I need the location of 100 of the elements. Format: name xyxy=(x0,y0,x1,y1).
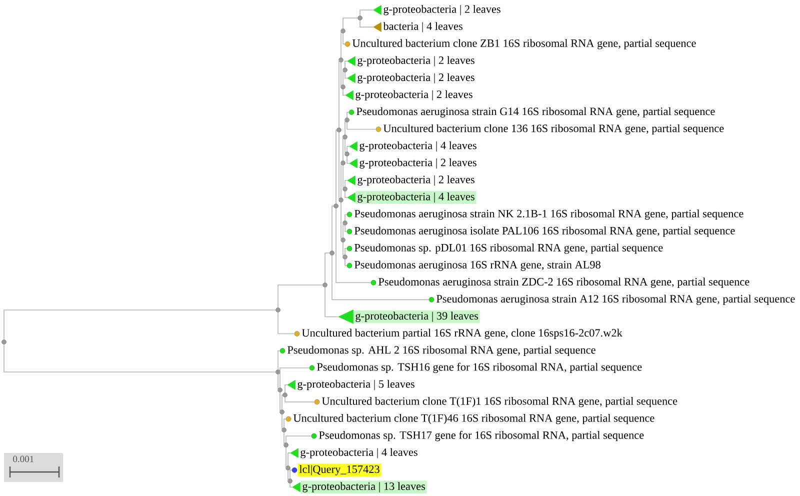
branch-line xyxy=(4,310,276,340)
branch-line xyxy=(332,255,430,300)
leaf-label: g-proteobacteria | 2 leaves xyxy=(358,73,474,84)
leaf-label: g-proteobacteria | 39 leaves xyxy=(354,310,480,324)
branch-line xyxy=(282,394,283,410)
leaf-label: Uncultured bacterium clone 136 16S ribosomal RNA gene, partial sequence xyxy=(383,124,724,134)
branch-line xyxy=(342,33,346,44)
branch-line xyxy=(342,242,344,258)
branch-line xyxy=(346,156,350,164)
branch-line xyxy=(342,70,344,85)
branch-line xyxy=(344,60,348,68)
branch-line xyxy=(284,418,286,428)
branch-line xyxy=(336,208,372,284)
leaf-label: Uncultured bacterium clone T(1F)1 16S ribosomal RNA gene, partial sequence xyxy=(322,396,678,408)
branch-line xyxy=(286,436,312,443)
leaf-label: Pseudomonas sp. TSH16 gene for 16S ribosomal RNA, partial sequence xyxy=(317,362,642,374)
branch-line xyxy=(284,397,315,402)
branch-line xyxy=(340,162,342,198)
branch-node xyxy=(338,198,344,202)
leaf-label: Pseudomonas sp. TSH17 gene for 16S ribosomal RNA, partial sequence xyxy=(319,430,644,442)
leaf-label: g-proteobacteria | 2 leaves xyxy=(356,90,472,100)
branch-node xyxy=(342,186,348,192)
branch-node xyxy=(344,118,350,122)
leaf-label: Pseudomonas aeruginosa strain G14 16S ribosomal RNA gene, partial sequence xyxy=(356,107,715,118)
branch-node xyxy=(340,160,346,166)
leaf-label: g-proteobacteria | 13 leaves xyxy=(300,480,427,494)
branch-line xyxy=(324,252,330,283)
branch-line xyxy=(280,367,310,388)
leaf-label: Pseudomonas aeruginosa strain ZDC-2 16S ribosomal RNA gene, partial sequence xyxy=(378,278,750,288)
leaf-label: Pseudomonas aeruginosa isolate PAL106 16S ribosomal RNA gene, partial sequence xyxy=(354,226,735,237)
branch-line xyxy=(279,392,280,412)
leaf-label: g-proteobacteria | 5 leaves xyxy=(298,380,414,390)
branch-line xyxy=(342,222,344,238)
branch-line xyxy=(342,136,344,161)
branch-line xyxy=(324,287,338,318)
leaf-label: Uncultured bacterium partial 16S rRNA gene, clone 16sps16-2c07.w2k xyxy=(302,328,622,339)
branch-line xyxy=(332,206,334,251)
leaf-label: lcl|Query_157423 xyxy=(298,464,382,476)
branch-node xyxy=(286,466,290,470)
branch-node xyxy=(276,308,280,312)
branch-node xyxy=(358,16,362,20)
branch-line xyxy=(342,18,358,29)
branch-node xyxy=(342,68,348,72)
leaf-label: g-proteobacteria | 2 leaves xyxy=(384,5,500,16)
leaf-label: Pseudomonas aeruginosa 16S rRNA gene, strain AL98 xyxy=(354,260,600,271)
branch-line xyxy=(338,60,340,128)
branch-line xyxy=(338,132,340,200)
leaf-label: Pseudomonas aeruginosa strain A12 16S ribosomal RNA gene, partial sequence xyxy=(436,294,795,305)
leaf-label: g-proteobacteria | 4 leaves xyxy=(360,141,476,152)
branch-line xyxy=(340,62,342,88)
branch-node xyxy=(330,250,334,256)
branch-line xyxy=(283,432,284,446)
branch-node xyxy=(336,128,342,132)
branch-node xyxy=(342,254,348,260)
scale-box: 0.001 xyxy=(4,453,63,482)
branch-line xyxy=(344,72,348,79)
branch-line xyxy=(344,120,346,135)
branch-node xyxy=(284,442,288,448)
branch-node xyxy=(288,478,292,484)
branch-line xyxy=(344,180,348,187)
leaf-label: Pseudomonas aeruginosa strain NK 2.1B-1 16S ribosomal RNA gene, partial sequence xyxy=(354,210,744,220)
branch-line xyxy=(340,30,342,58)
leaf-label: g-proteobacteria | 2 leaves xyxy=(358,175,474,186)
branch-line xyxy=(278,284,323,308)
branch-line xyxy=(342,89,346,96)
branch-line xyxy=(287,470,288,482)
branch-line xyxy=(344,191,348,198)
branch-node xyxy=(334,204,338,208)
branch-line xyxy=(346,112,350,118)
branch-line xyxy=(344,225,348,232)
branch-line xyxy=(290,483,292,488)
leaf-label: Pseudomonas sp. pDL01 16S ribosomal RNA gene, partial sequence xyxy=(354,244,663,254)
branch-line xyxy=(344,259,348,266)
leaf-label: Uncultured bacterium clone T(1F)46 16S ribosomal RNA gene, partial sequence xyxy=(293,414,654,424)
branch-line xyxy=(290,470,292,479)
branch-line xyxy=(277,374,278,390)
branch-node xyxy=(344,152,350,156)
leaf-label: g-proteobacteria | 4 leaves xyxy=(300,448,418,458)
branch-node xyxy=(342,134,348,140)
branch-line xyxy=(285,447,286,468)
branch-line xyxy=(278,312,295,334)
branch-line xyxy=(360,20,374,28)
branch-line xyxy=(344,214,348,221)
branch-line xyxy=(360,10,374,16)
branch-line xyxy=(344,139,346,154)
leaf-label: g-proteobacteria | 4 leaves xyxy=(356,191,476,204)
branch-line xyxy=(281,414,282,430)
branch-line xyxy=(288,452,290,466)
branch-line xyxy=(342,165,344,190)
leaf-label: Pseudomonas sp. AHL 2 16S ribosomal RNA gene, partial sequence xyxy=(288,346,596,356)
branch-line xyxy=(346,146,350,152)
branch-line xyxy=(336,130,337,204)
leaf-label: Uncultured bacterium clone ZB1 16S ribosomal RNA gene, partial sequence xyxy=(352,39,696,50)
leaf-label: g-proteobacteria | 2 leaves xyxy=(360,158,476,169)
branch-line xyxy=(278,350,280,370)
branch-node xyxy=(280,410,284,414)
branch-node xyxy=(338,58,344,62)
branch-node xyxy=(282,392,288,398)
branch-line xyxy=(346,122,376,130)
branch-node xyxy=(276,370,280,374)
